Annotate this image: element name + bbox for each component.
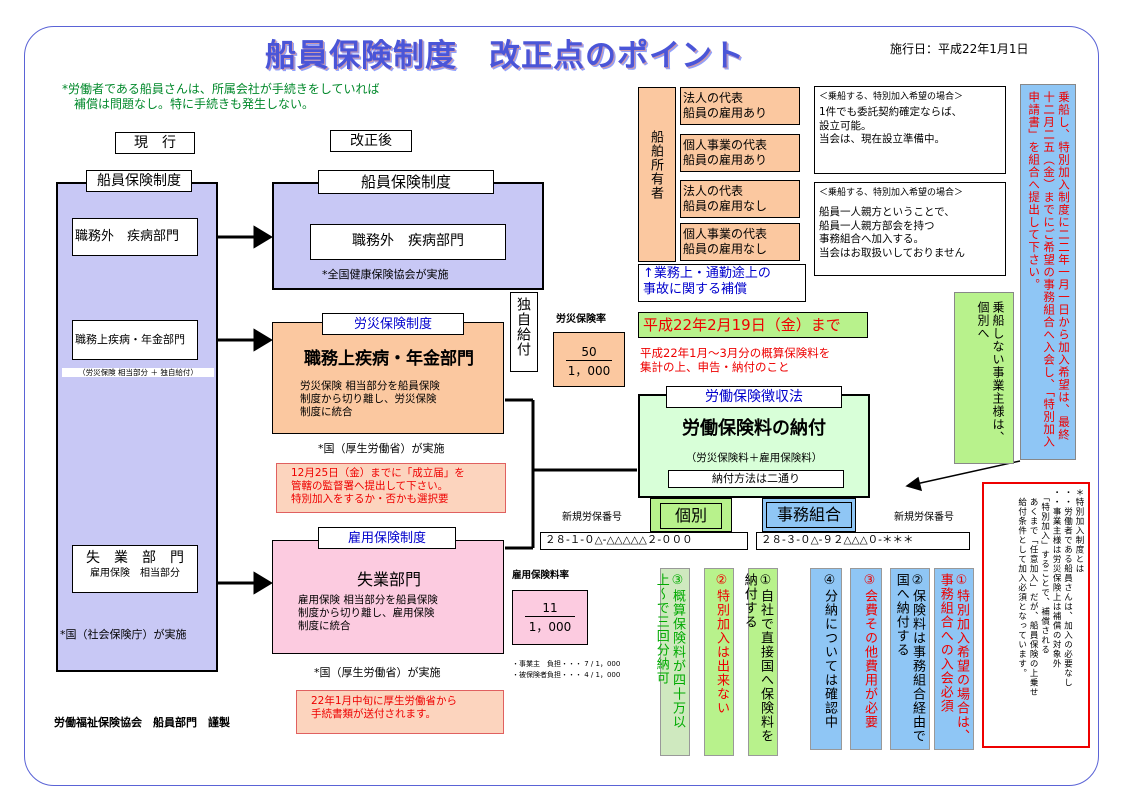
- current-item-sickness: 職務外 疾病部門: [72, 218, 198, 256]
- owner-note1-title: ＜乗船する、特別加入希望の場合＞: [819, 92, 964, 102]
- rosai-title: 労災保険制度: [322, 313, 464, 335]
- owner-hosho: ↑業務上・通勤途上の 事故に関する補償: [638, 264, 806, 302]
- deadline: 平成22年2月19日（金）まで: [638, 312, 868, 338]
- owner-cat-sole-noemploy: 個人事業の代表 船員の雇用なし: [680, 223, 800, 261]
- jimu-point-2: ②保険料は事務組合経由で国へ納付する: [890, 568, 930, 750]
- column-current: 現 行: [115, 132, 195, 154]
- koyo-rate-label: 雇用保険料率: [512, 570, 570, 581]
- koyo-rate-split-employee: ・被保険者負担・・・ 4 / 1，000: [512, 671, 621, 679]
- choshu-method: 納付方法は二通り: [668, 470, 844, 488]
- koyo-rate-split-employer: ・事業主 負担・・・ 7 / 1，000: [512, 660, 621, 668]
- jimu-label: 事務組合: [766, 502, 852, 528]
- kobetsu-point-3: ③概算保険料が四十万以上〜で三回分納可: [654, 568, 690, 756]
- owner-cat-corp-employ: 法人の代表 船員の雇用あり: [680, 87, 800, 125]
- rosai-body: 労災保険 相当部分を船員保険 制度から切り離し、労災保険 制度に統合: [300, 380, 440, 419]
- current-system-title: 船員保険制度: [86, 170, 192, 192]
- current-footer: *国（社会保険庁）が実施: [60, 628, 187, 641]
- owner-note1-body: 1件でも委託契約確定ならば、 設立可能。 当会は、現在設立準備中。: [819, 106, 963, 146]
- rosai-rate-denominator: 1，000: [567, 364, 611, 378]
- revised-ship-title: 船員保険制度: [318, 170, 494, 194]
- dokuji-label: 独自給付: [510, 292, 538, 372]
- rosai-red-note: 12月25日（金）までに「成立届」を 管轄の監督署へ提出して下さい。 特別加入を…: [276, 463, 506, 513]
- page-title: 船員保険制度 改正点のポイント: [265, 38, 745, 74]
- rosai-rate-label: 労災保険率: [556, 314, 606, 325]
- not-aboard-note: 乗船しない事業主様は、個別へ: [954, 292, 1014, 464]
- koyo-red-note: 22年1月中旬に厚生労働省から 手続書類が送付されます。: [296, 690, 504, 734]
- koyo-rate-box: 11 1，000: [512, 590, 588, 645]
- current-item-occupational-note: （労災保険 相当部分 ＋ 独自給付）: [62, 368, 214, 378]
- koyo-head: 失業部門: [356, 570, 421, 589]
- current-unemployment-line2: 雇用保険 相当部分: [90, 567, 180, 579]
- kobetsu-point-2: ②特別加入は出来ない: [704, 568, 734, 756]
- footer-credit: 労働福祉保険協会 船員部門 謹製: [54, 716, 230, 729]
- current-unemployment-line1: 失 業 部 門: [86, 550, 184, 566]
- owner-note2-title: ＜乗船する、特別加入希望の場合＞: [819, 188, 964, 198]
- new-no-label-left: 新規労保番号: [562, 512, 622, 523]
- column-revised: 改正後: [330, 130, 412, 152]
- choshu-head: 労働保険料の納付: [682, 418, 826, 439]
- revised-ship-item: 職務外 疾病部門: [310, 224, 506, 260]
- choshu-title: 労働保険徴収法: [666, 386, 842, 408]
- choshu-sub: （労災保険料＋雇用保険料）: [685, 452, 823, 464]
- koyo-panel: [272, 540, 504, 654]
- new-no-right: ２８-３-０△-９２△△△０-＊＊＊: [756, 532, 970, 550]
- page-frame: [24, 26, 1099, 786]
- deadline-note: 平成22年1月～3月分の概算保険料を 集計の上、申告・納付のこと: [640, 346, 831, 375]
- owner-note2-body: 船員一人親方ということで、 船員一人親方部会を持つ 事務組合へ加入する。 当会は…: [819, 206, 966, 259]
- koyo-rate-numerator: 11: [542, 601, 558, 615]
- koyo-body: 雇用保険 相当部分を船員保険 制度から切り離し、雇用保険 制度に統合: [298, 594, 438, 633]
- rosai-head: 職務上疾病・年金部門: [304, 349, 474, 369]
- revised-ship-note: *全国健康保険協会が実施: [322, 268, 449, 281]
- new-no-left: ２８-１-０△-△△△△△２-０００: [540, 532, 748, 550]
- current-item-occupational: 職務上疾病・年金部門: [72, 320, 198, 360]
- blue-side-note: 乗船し、特別加入制度に二二年一月一日から加入希望は、最終十二月二五（金）までにご…: [1020, 84, 1076, 460]
- rosai-rate-numerator: 50: [581, 345, 597, 359]
- koyo-title: 雇用保険制度: [318, 527, 456, 549]
- rosai-panel: [272, 322, 504, 434]
- effective-date: 施行日：平成22年1月1日: [890, 42, 1029, 56]
- jimu-point-1: ①特別加入希望の場合は、事務組合への入会必須: [934, 568, 974, 750]
- koyo-rate-denominator: 1，000: [528, 620, 572, 634]
- koyo-note: *国（厚生労働省）が実施: [314, 666, 441, 679]
- jimu-point-3: ③会費その他費用が必要: [850, 568, 882, 750]
- kobetsu-point-1: ①自社で直接国へ保険料を納付する: [742, 568, 778, 756]
- owner-cat-sole-employ: 個人事業の代表 船員の雇用あり: [680, 134, 800, 172]
- owner-cat-corp-noemploy: 法人の代表 船員の雇用なし: [680, 180, 800, 218]
- rosai-rate-box: 50 1，000: [553, 332, 625, 387]
- kobetsu-label: 個別: [660, 503, 722, 529]
- ship-owner-label: 船舶所有者: [638, 87, 676, 262]
- jimu-point-4: ④分納については確認中: [810, 568, 842, 750]
- explain-text: ＊特別加入制度とは ・・労働者である船員さんは、加入の必要なし ・・事業主様は労…: [1016, 488, 1084, 697]
- explain-box: [982, 482, 1090, 748]
- new-no-label-right: 新規労保番号: [894, 512, 954, 523]
- current-item-unemployment: 失 業 部 門 雇用保険 相当部分: [72, 545, 198, 593]
- owner-note1: ＜乗船する、特別加入希望の場合＞ 1件でも委託契約確定ならば、 設立可能。 当会…: [814, 86, 1006, 174]
- intro-note: *労働者である船員さんは、所属会社が手続きをしていれば 補償は問題なし。特に手続…: [62, 82, 380, 111]
- owner-note2: ＜乗船する、特別加入希望の場合＞ 船員一人親方ということで、 船員一人親方部会を…: [814, 182, 1006, 276]
- rosai-note: *国（厚生労働省）が実施: [318, 442, 445, 455]
